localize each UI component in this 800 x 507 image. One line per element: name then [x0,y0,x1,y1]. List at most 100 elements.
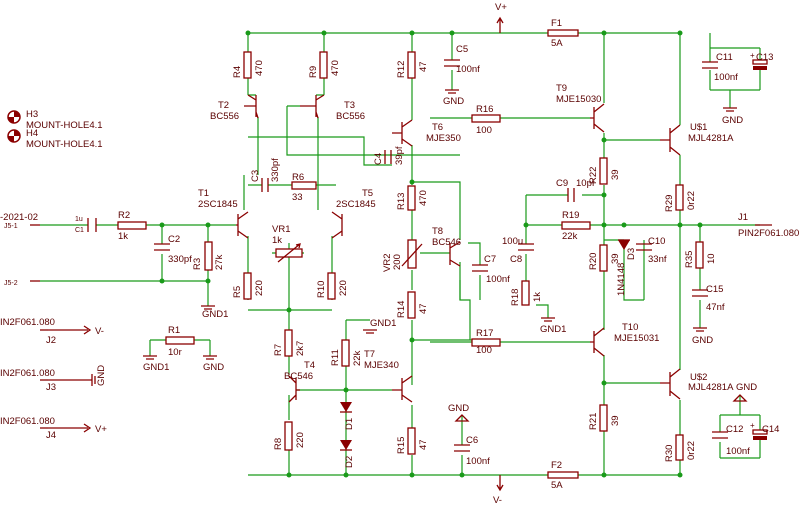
svg-text:R5: R5 [232,286,243,298]
svg-text:470: 470 [330,60,341,76]
svg-text:R2: R2 [118,210,130,221]
svg-text:1k: 1k [272,235,282,246]
transistor-t1: T1 2SC1845 [198,188,249,239]
svg-text:5A: 5A [551,480,563,491]
svg-text:T6: T6 [432,122,443,133]
resistor-r14: R14 47 [396,291,429,319]
svg-text:2SC1845: 2SC1845 [336,199,376,210]
svg-text:100nf: 100nf [714,72,738,83]
resistor-r21: R21 39 [588,404,621,432]
svg-text:470: 470 [418,190,429,206]
svg-text:39pf: 39pf [394,146,405,165]
svg-text:J5-1: J5-1 [4,223,18,230]
transistor-t3: T3 BC556 [300,94,365,122]
resistor-r22: R22 39 [588,157,621,185]
svg-text:R29: R29 [664,195,675,212]
svg-text:R12: R12 [396,61,407,78]
svg-text:D2: D2 [344,456,355,468]
svg-text:F2: F2 [551,460,562,471]
svg-text:100: 100 [476,125,492,136]
gnd1-r3-label: GND1 [202,309,228,320]
svg-text:C1: C1 [75,227,84,234]
svg-text:R19: R19 [562,210,579,221]
svg-text:C9: C9 [556,178,568,189]
svg-text:MJL4281A: MJL4281A [688,133,734,144]
svg-text:47: 47 [418,61,429,72]
svg-text:T5: T5 [362,188,373,199]
gnd-c15-label: GND [692,335,713,346]
svg-text:220: 220 [295,432,306,448]
gnd-c12-label: GND [736,382,757,393]
transistor-t6: T6 MJE350 [392,119,461,147]
svg-text:VR2: VR2 [382,254,393,272]
svg-text:39: 39 [610,169,621,180]
resistor-r11: R11 22k GND1 [330,318,396,367]
svg-text:33nf: 33nf [648,254,667,265]
resistor-r29: R29 0r22 [664,184,697,212]
svg-text:MOUNT-HOLE4.1: MOUNT-HOLE4.1 [26,139,103,150]
svg-text:100u: 100u [502,236,523,247]
svg-text:10r: 10r [168,347,182,358]
mount-hole-h3: H3 MOUNT-HOLE4.1 [7,109,103,131]
fuse-f1: F1 5A [547,18,579,49]
svg-text:T9: T9 [556,83,567,94]
svg-text:R1: R1 [168,325,180,336]
svg-text:F1: F1 [551,18,562,29]
capacitor-c10: C10 33nf [636,236,667,265]
diode-d3: D3 1N4148 [616,239,637,296]
svg-text:IN2F061.080: IN2F061.080 [0,416,55,427]
vplus-label: V+ [495,2,507,13]
svg-text:C7: C7 [484,254,496,265]
gnd-c11-label: GND [722,115,743,126]
supply-rails: V+ V- [493,2,507,506]
gnd1-r11-label: GND1 [370,318,396,329]
svg-text:100nf: 100nf [486,274,510,285]
capacitor-c2: C2 330pf [154,234,192,265]
svg-text:330pf: 330pf [168,254,192,265]
transistor-t4: T4 BC546 [284,360,315,403]
input-connector-j5: -2021-02 J5-1 J5-2 [0,212,40,287]
svg-text:100nf: 100nf [456,64,480,75]
svg-text:C5: C5 [456,44,468,55]
capacitor-c15: C15 47nf GND [692,284,725,346]
svg-text:+: + [750,51,755,60]
svg-text:T4: T4 [304,360,315,371]
svg-text:IN2F061.080: IN2F061.080 [0,368,55,379]
resistor-r17: R17 100 [471,328,501,356]
fuse-f2: F2 5A [547,460,579,491]
svg-text:27k: 27k [214,254,225,270]
capacitor-c12: C12 100nf [712,424,750,457]
svg-text:J1: J1 [738,212,748,223]
svg-text:R21: R21 [588,413,599,430]
svg-text:R3: R3 [192,258,203,270]
resistor-r19: R19 22k [561,210,591,242]
svg-text:MJE350: MJE350 [426,133,461,144]
resistor-r3: R3 27k GND1 [192,241,228,320]
svg-text:J2: J2 [46,335,56,346]
vminus-label: V- [493,495,502,506]
svg-text:C13: C13 [756,52,773,63]
resistor-r7: R7 2k7 [273,329,306,357]
capacitor-c1: 1u C1 [75,216,97,234]
svg-text:33: 33 [292,192,303,203]
capacitor-c3: C3 330pf [250,158,281,192]
svg-text:C4: C4 [373,153,384,165]
svg-text:R15: R15 [396,437,407,454]
resistor-r35: R35 10 [684,241,717,269]
svg-text:220: 220 [254,280,265,296]
svg-text:IN2F061.080: IN2F061.080 [0,317,55,328]
gnd-label: GND [203,362,224,373]
svg-text:1u: 1u [75,216,83,223]
svg-text:47: 47 [418,439,429,450]
resistor-r8: R8 220 [273,421,306,451]
svg-text:U$2: U$2 [690,372,707,383]
svg-text:T8: T8 [432,226,443,237]
svg-text:T1: T1 [198,188,209,199]
svg-text:R7: R7 [273,344,284,356]
svg-text:R16: R16 [476,104,493,115]
svg-text:V-: V- [95,326,104,337]
svg-text:R30: R30 [664,445,675,462]
resistor-r4: R4 470 [232,51,265,79]
svg-text:J5-2: J5-2 [4,280,18,287]
